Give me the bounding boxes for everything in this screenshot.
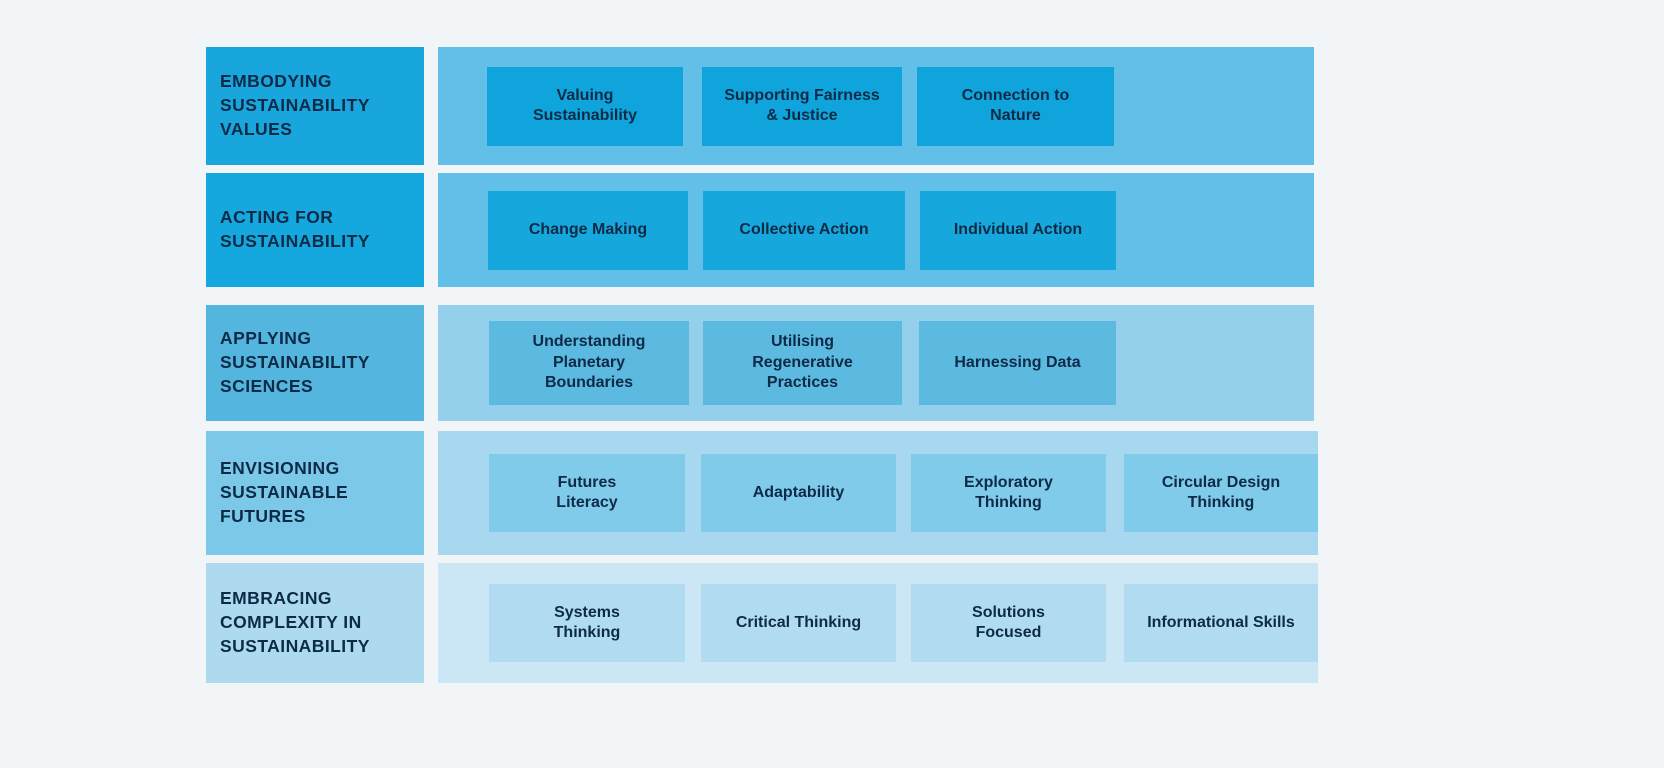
chip-line-2: Thinking — [1187, 494, 1255, 511]
row-label-line-1: APPLYING — [220, 328, 312, 349]
framework-row-acting-for-sustainability: ACTING FOR SUSTAINABILITY Change Making … — [206, 173, 1314, 287]
chip-line-2: Planetary — [552, 353, 626, 371]
competency-chip[interactable]: Valuing Sustainability — [487, 66, 683, 146]
competency-chip[interactable]: Systems Thinking — [489, 584, 685, 662]
chip-line-1: Exploratory — [964, 473, 1053, 491]
competency-chip-label: Futures Literacy — [556, 473, 617, 514]
competency-chip-label: Informational Skills — [1147, 613, 1295, 633]
competency-chip-label: Connection to Nature — [962, 86, 1070, 127]
competency-chip[interactable]: Futures Literacy — [489, 454, 685, 532]
chip-line-1: Critical Thinking — [735, 613, 862, 631]
chip-line-1: Valuing — [556, 86, 614, 104]
chip-line-1: Informational Skills — [1147, 613, 1295, 631]
row-label-line-2: SUSTAINABILITY — [220, 95, 370, 116]
competency-chip[interactable]: Collective Action — [703, 190, 905, 270]
row-label-line-3: SCIENCES — [220, 375, 314, 396]
row-label-text: EMBRACING COMPLEXITY IN SUSTAINABILITY — [220, 587, 370, 659]
competency-chip[interactable]: Individual Action — [920, 190, 1116, 270]
row-label-envisioning-sustainable-futures[interactable]: ENVISIONING SUSTAINABLE FUTURES — [206, 431, 424, 555]
chip-line-2: Regenerative — [752, 353, 853, 371]
chip-line-1: Futures — [557, 473, 617, 491]
competency-chip[interactable]: Supporting Fairness & Justice — [702, 66, 902, 146]
chip-line-1: Collective Action — [739, 220, 869, 238]
competency-chip[interactable]: Critical Thinking — [700, 584, 896, 662]
framework-row-embracing-complexity-in-sustainability: EMBRACING COMPLEXITY IN SUSTAINABILITY S… — [206, 563, 1318, 683]
row-label-applying-sustainability-sciences[interactable]: APPLYING SUSTAINABILITY SCIENCES — [206, 305, 424, 421]
chip-line-1: Solutions — [972, 603, 1045, 621]
row-label-embodying-sustainability-values[interactable]: EMBODYING SUSTAINABILITY VALUES — [206, 47, 424, 165]
row-label-line-2: COMPLEXITY IN — [220, 612, 362, 633]
competency-chip[interactable]: Adaptability — [700, 454, 896, 532]
competency-chip-label: Adaptability — [753, 483, 845, 503]
row-label-text: ENVISIONING SUSTAINABLE FUTURES — [220, 457, 348, 529]
row-label-line-1: EMBODYING — [220, 71, 332, 92]
row-label-text: ACTING FOR SUSTAINABILITY — [220, 206, 370, 254]
chip-line-2: & Justice — [766, 107, 838, 124]
chip-line-3: Practices — [766, 374, 839, 392]
competency-chip[interactable]: Informational Skills — [1123, 584, 1318, 662]
chip-line-1: Individual Action — [953, 220, 1083, 238]
competency-chip-label: Critical Thinking — [736, 613, 861, 633]
row-label-text: APPLYING SUSTAINABILITY SCIENCES — [220, 327, 370, 399]
chip-line-1: Supporting Fairness — [724, 86, 880, 104]
row-label-line-2: SUSTAINABLE — [220, 482, 349, 503]
chip-line-1: Connection to — [961, 86, 1070, 104]
competency-chip-label: Exploratory Thinking — [964, 473, 1053, 514]
competency-chip-label: Collective Action — [739, 220, 868, 240]
chip-line-2: Thinking — [975, 494, 1042, 511]
chip-line-3: Boundaries — [544, 374, 633, 392]
competency-chip[interactable]: Harnessing Data — [919, 321, 1116, 405]
competency-chip[interactable]: Exploratory Thinking — [910, 454, 1106, 532]
chip-line-1: Adaptability — [752, 483, 845, 501]
row-label-text: EMBODYING SUSTAINABILITY VALUES — [220, 70, 370, 142]
chip-line-2: Nature — [990, 107, 1041, 124]
competency-chip[interactable]: Utilising Regenerative Practices — [703, 321, 902, 405]
framework-row-envisioning-sustainable-futures: ENVISIONING SUSTAINABLE FUTURES Futures … — [206, 431, 1318, 555]
row-label-line-1: EMBRACING — [220, 588, 332, 609]
competency-chip-label: Understanding Planetary Boundaries — [533, 332, 646, 393]
competency-chip-label: Systems Thinking — [554, 603, 621, 644]
chip-line-1: Circular Design — [1161, 473, 1281, 491]
competency-chip[interactable]: Understanding Planetary Boundaries — [489, 321, 689, 405]
competency-chip[interactable]: Change Making — [488, 190, 688, 270]
competency-chip-label: Supporting Fairness & Justice — [724, 86, 880, 127]
competency-chip-label: Change Making — [529, 220, 647, 240]
chip-line-2: Literacy — [556, 494, 618, 511]
row-label-line-1: ENVISIONING — [220, 458, 340, 479]
competency-chip[interactable]: Solutions Focused — [910, 584, 1106, 662]
competency-chip-label: Individual Action — [954, 220, 1082, 240]
row-label-line-3: SUSTAINABILITY — [220, 635, 370, 656]
competency-chip-label: Valuing Sustainability — [533, 86, 637, 127]
competency-chip-label: Solutions Focused — [972, 603, 1045, 644]
framework-row-embodying-sustainability-values: EMBODYING SUSTAINABILITY VALUES Valuing … — [206, 47, 1314, 165]
competency-chip-label: Harnessing Data — [954, 353, 1080, 373]
row-label-acting-for-sustainability[interactable]: ACTING FOR SUSTAINABILITY — [206, 173, 424, 287]
chip-line-1: Systems — [554, 603, 620, 621]
row-label-line-2: SUSTAINABILITY — [220, 352, 370, 373]
row-band-embracing-complexity-in-sustainability: Systems Thinking Critical Thinking Solut… — [438, 563, 1318, 683]
row-label-embracing-complexity-in-sustainability[interactable]: EMBRACING COMPLEXITY IN SUSTAINABILITY — [206, 563, 424, 683]
chip-line-2: Thinking — [553, 624, 621, 641]
row-label-line-3: FUTURES — [220, 505, 306, 526]
competency-chip[interactable]: Circular Design Thinking — [1123, 454, 1318, 532]
competency-chip-label: Utilising Regenerative Practices — [752, 332, 853, 393]
competency-chip-label: Circular Design Thinking — [1162, 473, 1280, 514]
chip-line-2: Focused — [975, 624, 1042, 641]
chip-line-1: Understanding — [532, 333, 646, 351]
row-band-acting-for-sustainability: Change Making Collective Action Individu… — [438, 173, 1314, 287]
row-label-line-1: ACTING FOR — [220, 207, 334, 228]
competency-chip[interactable]: Connection to Nature — [917, 66, 1114, 146]
row-label-line-3: VALUES — [220, 118, 293, 139]
chip-line-1: Utilising — [770, 333, 835, 351]
chip-line-1: Change Making — [528, 220, 648, 238]
chip-line-2: Sustainability — [532, 107, 638, 124]
row-label-line-2: SUSTAINABILITY — [220, 231, 370, 251]
row-band-envisioning-sustainable-futures: Futures Literacy Adaptability Explorator… — [438, 431, 1318, 555]
framework-row-applying-sustainability-sciences: APPLYING SUSTAINABILITY SCIENCES Underst… — [206, 305, 1314, 421]
row-band-applying-sustainability-sciences: Understanding Planetary Boundaries Utili… — [438, 305, 1314, 421]
chip-line-1: Harnessing Data — [954, 353, 1081, 371]
row-band-embodying-sustainability-values: Valuing Sustainability Supporting Fairne… — [438, 47, 1314, 165]
